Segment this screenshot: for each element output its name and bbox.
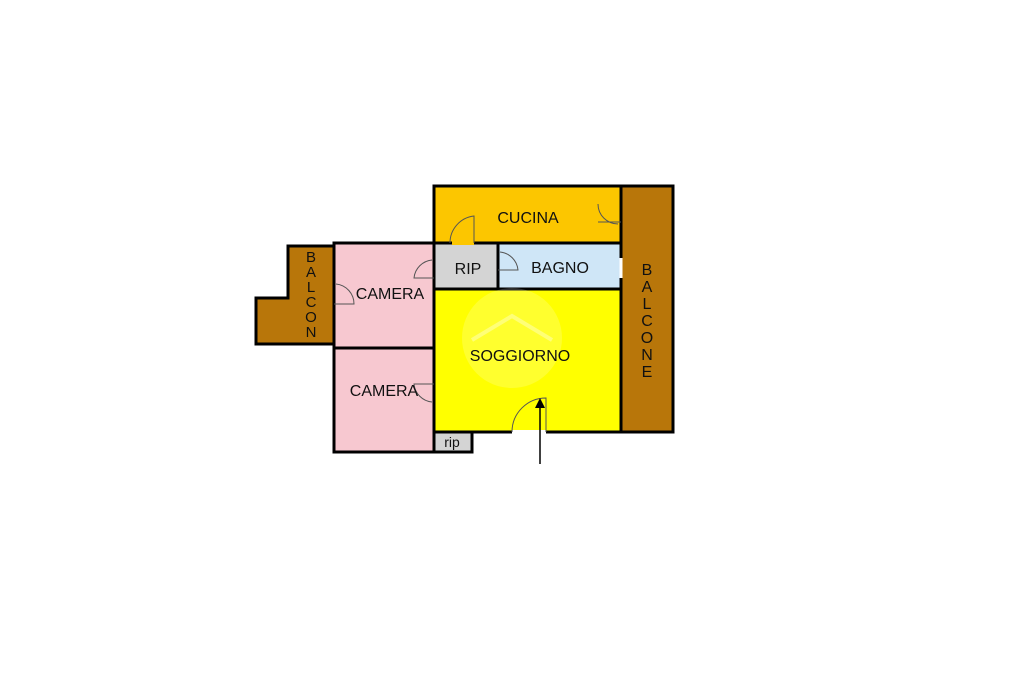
balcony-left-letter: L <box>307 279 315 296</box>
balcony-left-letter: C <box>306 294 317 311</box>
door-swing-bedroom-top <box>413 259 434 279</box>
balcony-left-letter: A <box>306 264 316 281</box>
door-swing-kitchen-balcony <box>597 203 621 225</box>
room-bedroom-bottom <box>332 346 436 454</box>
label-storage: RIP <box>455 261 482 278</box>
label-kitchen: CUCINA <box>497 210 559 227</box>
balcony-right-letter: A <box>642 279 653 296</box>
balcony-right-letter: E <box>642 364 653 381</box>
room-storage-small <box>432 430 474 454</box>
door-swing-kitchen <box>449 215 475 244</box>
balcony-left-letter: O <box>305 309 317 326</box>
watermark-house-shape <box>470 313 554 342</box>
balcony-left-letter: B <box>306 249 316 266</box>
watermark-logo <box>462 288 562 388</box>
label-balcony-right: B A L C O N E <box>641 262 653 381</box>
door-swing-bedroom-bottom <box>413 383 434 403</box>
balcony-left-letter: N <box>306 324 317 341</box>
balcony-right-letter: L <box>643 296 652 313</box>
label-living: SOGGIORNO <box>470 348 570 365</box>
label-balcony-left: B A L C O N <box>305 249 317 341</box>
door-swing-entrance <box>511 397 547 433</box>
label-bathroom: BAGNO <box>531 260 589 277</box>
label-bedroom-bottom: CAMERA <box>350 383 419 400</box>
room-living <box>432 287 623 434</box>
balcony-right-letter: C <box>641 313 653 330</box>
balcony-right-letter: B <box>642 262 653 279</box>
balcony-right-letter: O <box>641 330 653 347</box>
door-swing-bedroom-balcony <box>334 283 355 305</box>
entrance-arrow-head <box>535 398 545 408</box>
label-bedroom-top: CAMERA <box>356 286 425 303</box>
label-storage-small: rip <box>444 434 460 450</box>
balcony-right-letter: N <box>641 347 653 364</box>
door-swing-bathroom <box>498 251 519 271</box>
balcony-left <box>254 244 336 346</box>
